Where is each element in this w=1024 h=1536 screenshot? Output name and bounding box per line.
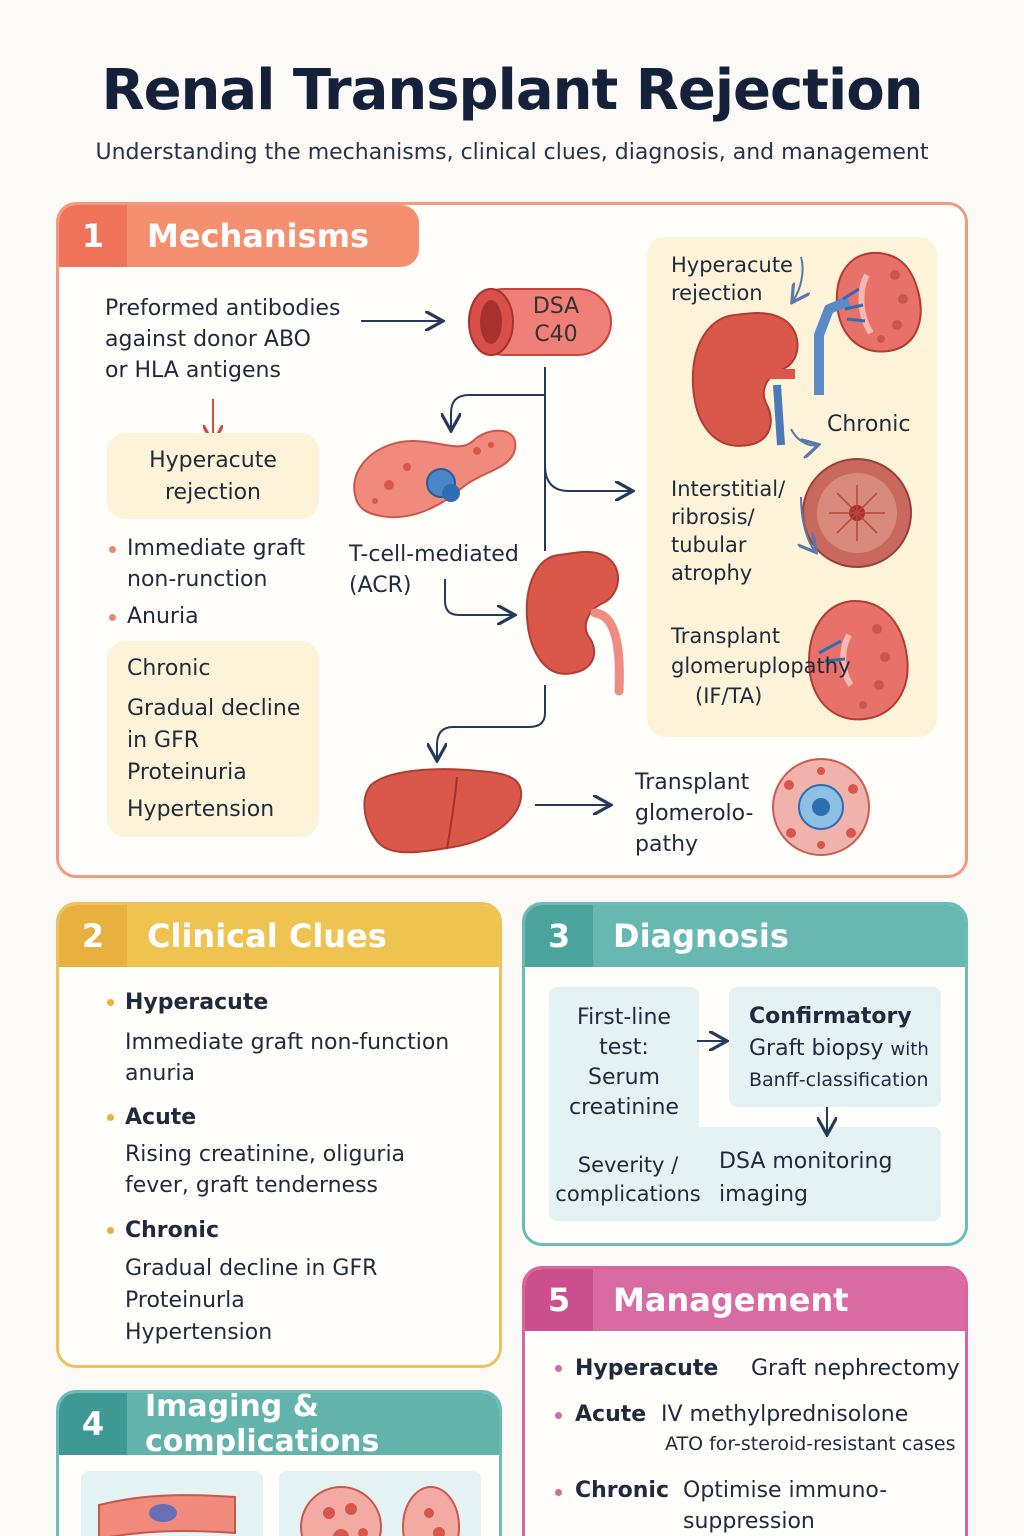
bottom-glomerulopathy-label: Transplant glomerolo- pathy: [635, 770, 754, 857]
confirmatory-heading: Confirmatory: [749, 1004, 912, 1029]
diagnosis-header: 3 Diagnosis: [525, 905, 965, 967]
arrow-chronic-right: [790, 428, 817, 445]
bullet-anuria: Anuria: [127, 604, 199, 629]
tcell-cluster-icon: [353, 429, 517, 519]
clinical-header: 2 Clinical Clues: [59, 905, 499, 967]
right-chronic-label: Chronic: [827, 412, 911, 437]
arrow-to-liver: [437, 685, 546, 759]
clinical-clues-panel: 2 Clinical Clues Hyperacute Immediate gr…: [56, 902, 502, 1368]
vessel-icon: [468, 288, 612, 356]
clinical-item-label: Hyperacute: [125, 990, 269, 1015]
imaging-illustration: [98, 1486, 460, 1536]
transplanted-kidney-icon: [691, 312, 799, 447]
section-title: Diagnosis: [593, 905, 965, 967]
monitoring-box: [549, 1127, 941, 1221]
section-number: 4: [59, 1393, 127, 1455]
first-line-test-text: First-line test: Serum creatinine: [569, 1005, 679, 1120]
hyperacute-box-label: Hyperacute rejection: [149, 448, 277, 505]
bullet-dot: [555, 1489, 562, 1496]
clinical-item-text: Rising creatinine, oliguria fever, graft…: [125, 1142, 406, 1198]
dsa-monitoring-text: DSA monitoring imaging: [719, 1149, 893, 1207]
fibrosis-icon: [802, 458, 912, 568]
arrow-to-kidney: [444, 579, 513, 615]
tcell-label: T-cell-mediated (ACR): [349, 542, 519, 598]
section-title: Clinical Clues: [127, 905, 499, 967]
imaging-panel: 4 Imaging & complications: [56, 1390, 502, 1536]
section-title: Imaging & complications: [127, 1393, 499, 1459]
clinical-item-label: Acute: [125, 1105, 197, 1130]
imaging-header: 4 Imaging & complications: [59, 1393, 499, 1459]
cell-icon: [149, 1504, 177, 1522]
severity-text: Severity / complications: [555, 1153, 701, 1206]
mechanisms-panel: 1 Mechanisms: [56, 202, 968, 878]
management-item-label: Chronic: [575, 1478, 670, 1503]
glomerulus-icon: [772, 758, 870, 856]
vessel-label: DSA C40: [532, 294, 580, 347]
diagnosis-arrows: [697, 905, 968, 1246]
confirmatory-line: Graft biopsy with: [749, 1036, 929, 1061]
chronic-box: [107, 641, 319, 837]
section-number: 1: [59, 205, 127, 267]
management-header: 5 Management: [525, 1269, 965, 1331]
bullet-immediate-graft: Immediate graft non-runction: [127, 536, 306, 592]
arrow-to-interstitial: [544, 464, 631, 491]
management-item-label: Hyperacute: [575, 1356, 719, 1381]
management-item-text: Optimise immuno- suppression: [683, 1478, 888, 1534]
mechanisms-header: 1 Mechanisms: [59, 205, 419, 267]
interstitial-label: Interstitial/ ribrosis/ tubular atrophy: [671, 477, 786, 585]
bullet-dot: [107, 1227, 114, 1234]
right-glomerulopathy-label: Transplant glomeruplopathy (IF/TA): [671, 624, 851, 708]
management-item-text: IV methylprednisolone: [661, 1402, 909, 1427]
management-item-sub: ATO for-steroid-resistant cases: [665, 1433, 956, 1455]
clinical-item-text: Gradual decline in GFR Proteinurla Hyper…: [125, 1256, 378, 1345]
bullet-dot: [555, 1412, 562, 1419]
section-number: 5: [525, 1269, 593, 1331]
clinical-item-text: Immediate graft non-function anuria: [125, 1030, 450, 1086]
confirmatory-box: [729, 987, 941, 1107]
page-subtitle: Understanding the mechanisms, clinical c…: [95, 140, 929, 165]
kidney-section-icon: [300, 1486, 382, 1536]
bullet-dot: [107, 1114, 114, 1121]
management-item-text: Graft nephrectomy: [751, 1356, 960, 1381]
hyperacute-box: [107, 433, 319, 519]
management-panel: 5 Management Hyperacute Graft nephrectom…: [522, 1266, 968, 1536]
mechanisms-illustration: [59, 251, 922, 856]
bullet-dot: [109, 546, 116, 553]
bullet-dot: [109, 614, 116, 621]
liver-icon: [363, 768, 523, 854]
management-item-label: Acute: [575, 1402, 647, 1427]
section-title: Management: [593, 1269, 965, 1331]
section-title: Mechanisms: [127, 205, 419, 267]
diagnosis-panel: 3 Diagnosis First-line test: Serum creat…: [522, 902, 968, 1246]
right-hyperacute-label: Hyperacute rejection: [671, 253, 793, 305]
preformed-antibodies-text: Preformed antibodies against donor ABO o…: [105, 296, 341, 383]
confirmatory-banff: Banff-classification: [749, 1069, 929, 1091]
arrow-interstitial: [801, 496, 815, 551]
bullet-dot: [107, 999, 114, 1006]
chronic-box-heading: Chronic: [127, 656, 211, 681]
glomerulopathy-kidney-icon: [807, 599, 909, 721]
page-title: Renal Transplant Rejection: [101, 58, 923, 123]
section-number: 2: [59, 905, 127, 967]
chronic-box-lines: Gradual decline in GFR Proteinuria Hyper…: [127, 696, 301, 822]
clinical-item-label: Chronic: [125, 1218, 220, 1243]
arrow-hyperacute-right: [793, 256, 803, 301]
kidney-cross-section-icon: [814, 251, 922, 395]
bullet-dot: [555, 1365, 562, 1372]
section-number: 3: [525, 905, 593, 967]
kidney-icon: [525, 550, 624, 696]
arrow-to-cells: [451, 367, 546, 429]
